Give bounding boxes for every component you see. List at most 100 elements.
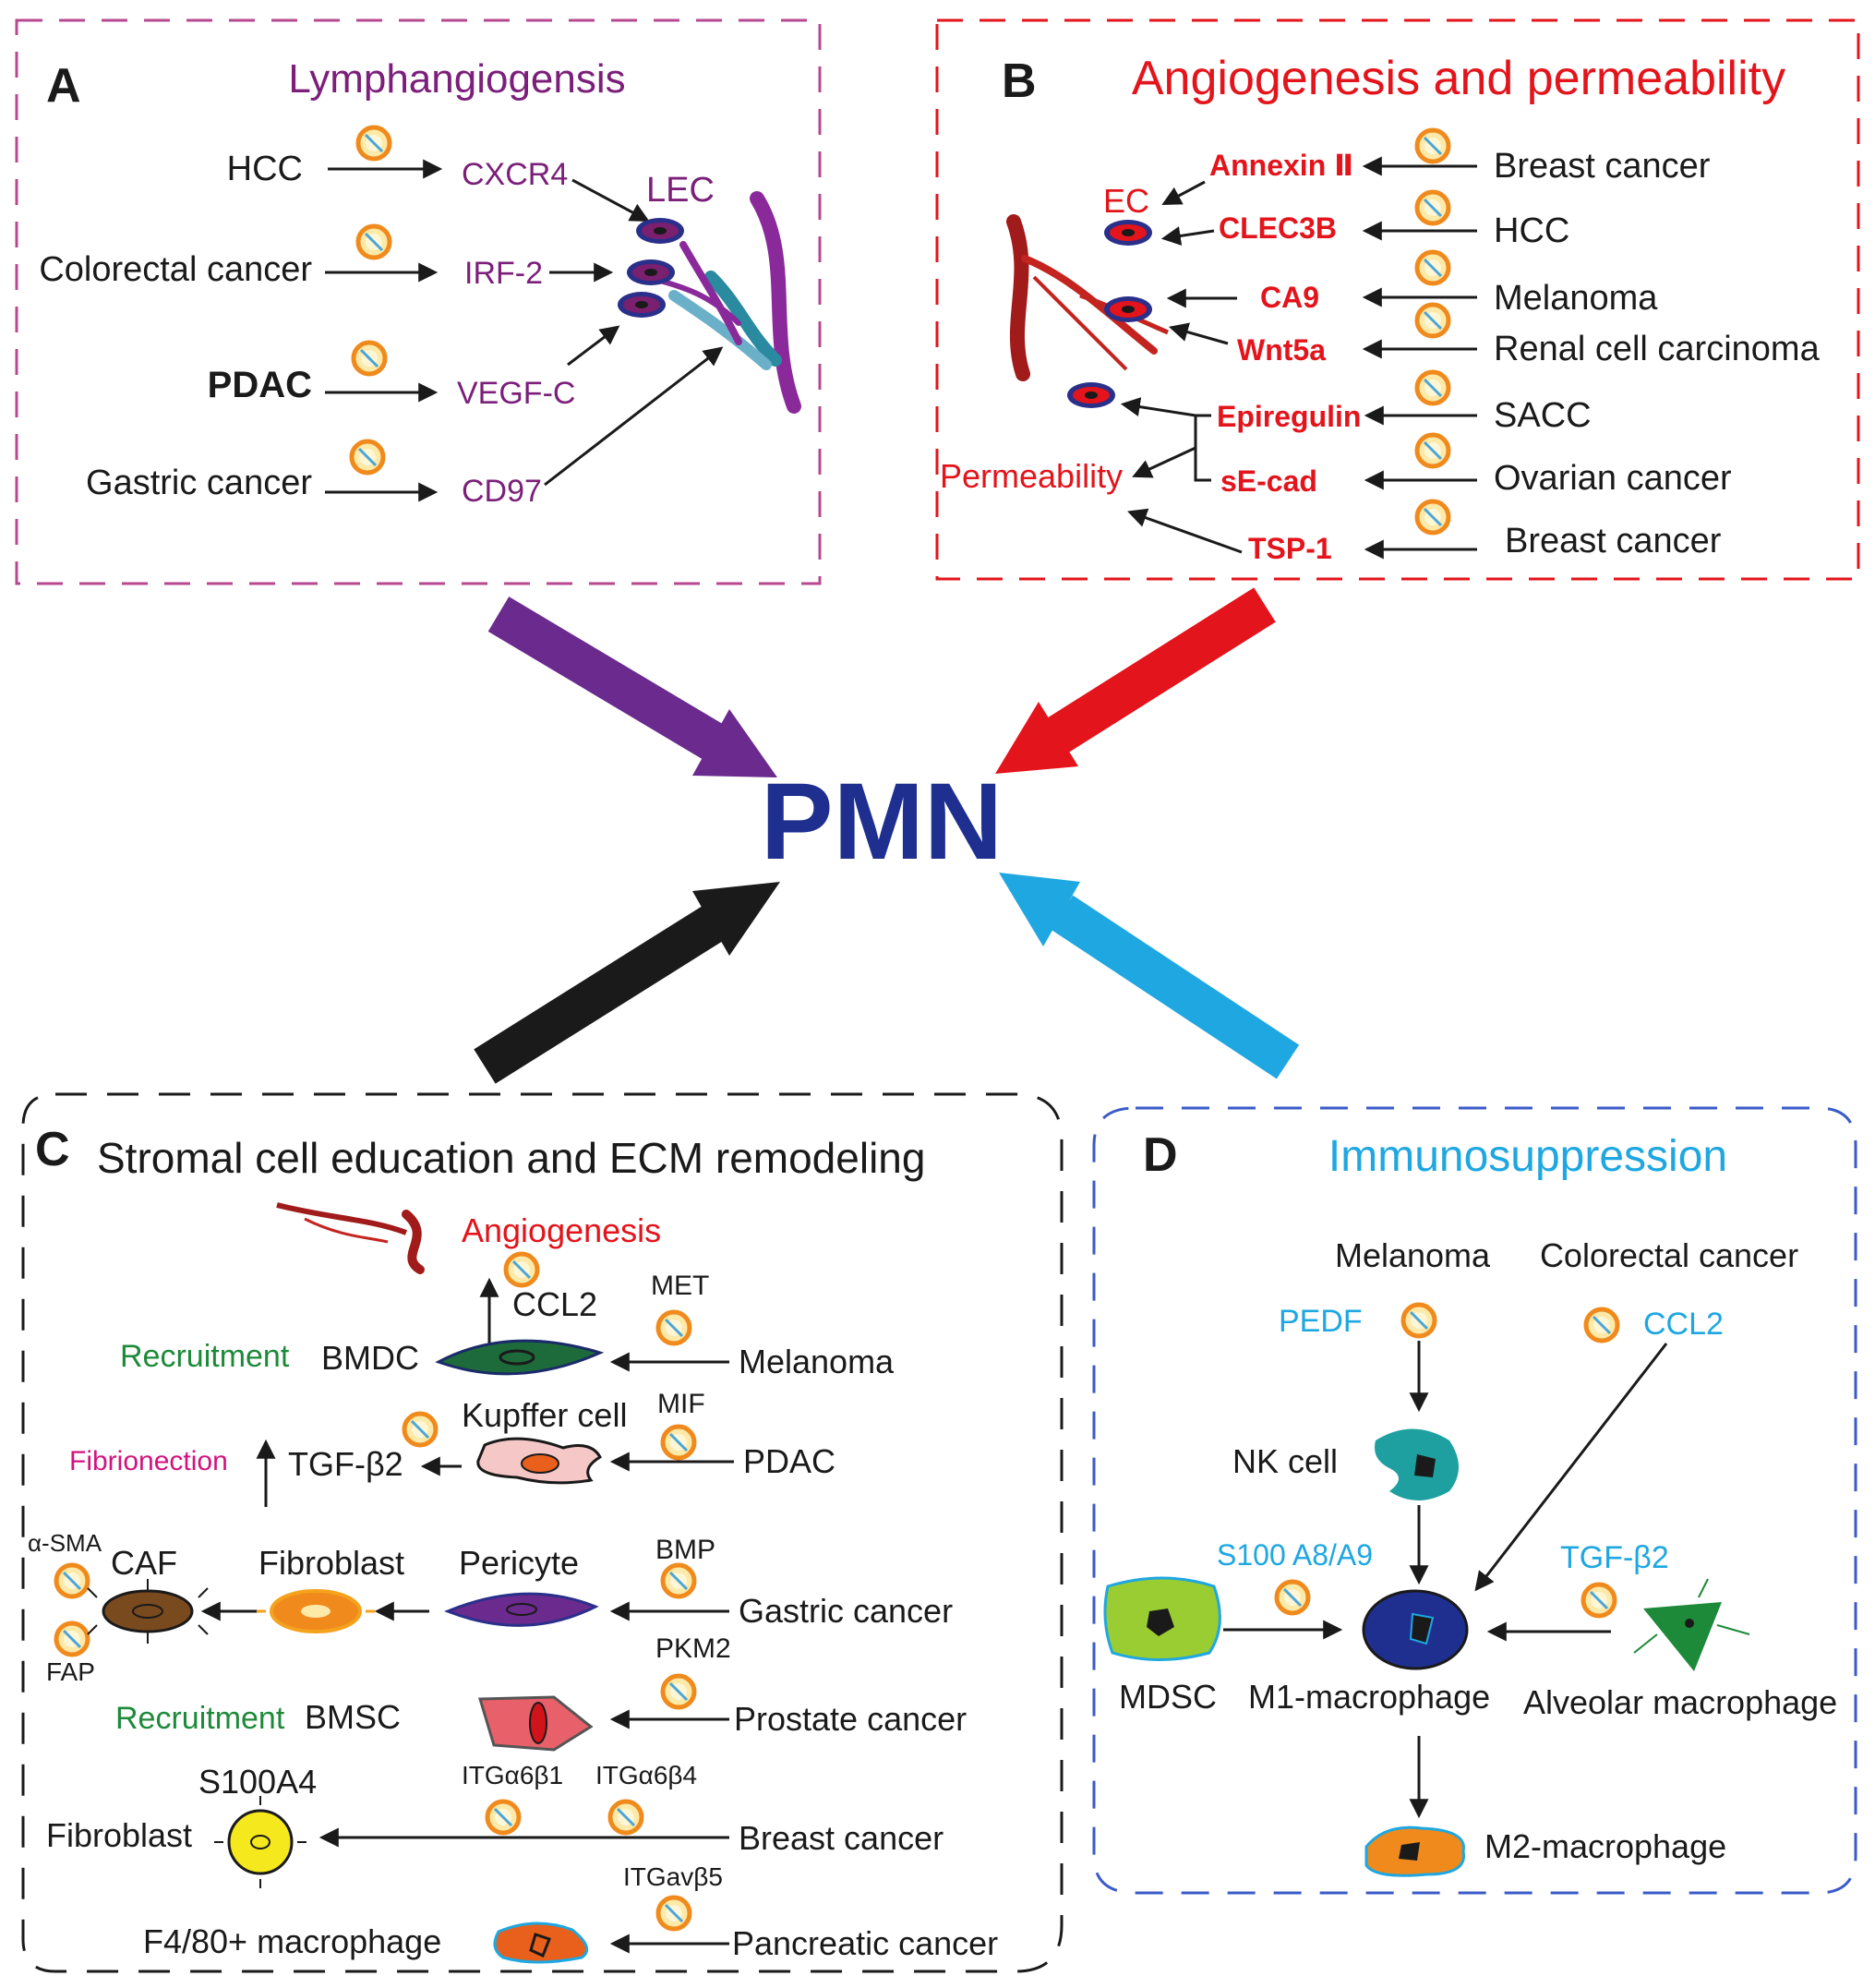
panel-c-tgfb2: TGF-β2: [288, 1445, 403, 1483]
exosome-icon: [1586, 1309, 1617, 1341]
panel-c-mif: MIF: [657, 1389, 705, 1419]
exosome-icon: [658, 1898, 690, 1929]
endothelial-cell-icon: [1067, 382, 1115, 408]
panel-b-factor-4: Wnt5a: [1237, 333, 1326, 367]
panel-b-source-5: SACC: [1494, 396, 1592, 435]
panel-a-factor-1: CXCR4: [462, 157, 568, 192]
panel-b-source-1: Breast cancer: [1494, 147, 1711, 186]
panel-c: C Stromal cell education and ECM remodel…: [21, 1092, 1064, 1973]
exosome-icon: [56, 1565, 88, 1596]
exosome-icon: [56, 1623, 88, 1655]
panel-b-factor-6: sE-cad: [1220, 464, 1317, 498]
panel-c-bmsc: BMSC: [305, 1698, 401, 1736]
exosome-icon: [1417, 435, 1448, 466]
panel-a-source-1: HCC: [227, 150, 303, 188]
exosome-icon: [506, 1254, 537, 1285]
panel-c-asma: α-SMA: [28, 1529, 102, 1557]
panel-a-lec-label: LEC: [646, 171, 715, 210]
exosome-icon: [663, 1676, 694, 1707]
panel-d-mdsc-label: MDSC: [1119, 1678, 1217, 1716]
panel-d-border: [1092, 1106, 1857, 1895]
bmsc-cell-icon: [477, 1695, 594, 1752]
panel-c-melanoma: Melanoma: [739, 1343, 895, 1380]
exosome-icon: [1417, 192, 1448, 223]
exosome-icon: [1417, 501, 1448, 533]
panel-c-s100a4: S100A4: [198, 1763, 317, 1801]
panel-d-ccl2: CCL2: [1643, 1307, 1724, 1342]
m2-macrophage-icon: [1364, 1825, 1465, 1877]
panel-b-letter: B: [1002, 54, 1037, 108]
lec-cell-icon: [636, 218, 684, 244]
exosome-icon: [358, 226, 390, 258]
panel-c-fibronection: Fibrionection: [69, 1446, 228, 1476]
m1-macrophage-icon: [1362, 1589, 1469, 1670]
arrow: [1161, 180, 1206, 205]
panel-c-fap: FAP: [46, 1657, 95, 1686]
big-arrow-black: [474, 882, 780, 1084]
panel-c-f480: F4/80+ macrophage: [143, 1922, 441, 1960]
panel-d-colorectal: Colorectal cancer: [1540, 1236, 1798, 1274]
panel-b-border: [935, 18, 1860, 581]
exosome-icon: [1403, 1305, 1435, 1336]
panel-b-source-7: Breast cancer: [1505, 522, 1722, 560]
exosome-icon: [663, 1427, 694, 1458]
blood-vessel-illustration: [1006, 214, 1169, 381]
panel-b: B Angiogenesis and permeability EC Annex…: [935, 18, 1860, 581]
panel-c-angiogenesis: Angiogenesis: [462, 1211, 661, 1249]
arrow: [1120, 397, 1196, 417]
panel-c-fibroblast: Fibroblast: [258, 1544, 404, 1582]
vessel-icon: [276, 1202, 425, 1274]
exosome-icon: [1417, 130, 1448, 162]
nk-cell-icon: [1375, 1428, 1459, 1500]
panel-a-factor-3: VEGF-C: [457, 376, 575, 411]
panel-b-row: CA9 Melanoma: [1166, 252, 1658, 318]
exosome-icon: [404, 1414, 436, 1445]
panel-d-m1-label: M1-macrophage: [1248, 1678, 1490, 1716]
panel-b-factor-5: Epiregulin: [1217, 400, 1361, 433]
panel-d-letter: D: [1143, 1128, 1178, 1182]
panel-c-kupffer: Kupffer cell: [462, 1396, 627, 1434]
panel-a-source-4: Gastric cancer: [86, 464, 312, 502]
panel-b-row: TSP-1 Breast cancer: [1127, 501, 1722, 565]
kupffer-cell-icon: [476, 1437, 603, 1485]
panel-b-row: Wnt5a Renal cell carcinoma: [1168, 305, 1821, 368]
s100a4-fibroblast-icon: [214, 1796, 306, 1888]
panel-d-s100: S100 A8/A9: [1217, 1538, 1373, 1572]
arrow: [1127, 508, 1243, 554]
exosome-icon: [358, 127, 390, 159]
panel-c-recruitment-1: Recruitment: [120, 1339, 290, 1374]
exosome-icon: [610, 1801, 642, 1833]
exosome-icon: [354, 343, 385, 374]
panel-d-nk-label: NK cell: [1232, 1442, 1338, 1480]
exosome-icon: [1277, 1582, 1308, 1613]
exosome-icon: [487, 1801, 519, 1833]
big-arrow-cyan: [999, 873, 1300, 1079]
panel-b-title: Angiogenesis and permeability: [1132, 52, 1785, 105]
panel-c-caf: CAF: [111, 1544, 177, 1582]
pmn-label: PMN: [761, 761, 1003, 883]
panel-a-title: Lymphangiogensis: [288, 56, 625, 102]
panel-d-tgfb2: TGF-β2: [1560, 1540, 1669, 1575]
panel-c-fibroblast-2: Fibroblast: [46, 1816, 192, 1854]
exosome-icon: [658, 1312, 690, 1343]
panel-b-permeability-label: Permeability: [940, 457, 1123, 495]
panel-c-met: MET: [651, 1271, 709, 1301]
panel-c-recruitment-2: Recruitment: [115, 1701, 285, 1736]
endothelial-cell-icon: [1104, 296, 1152, 322]
panel-d-m2-label: M2-macrophage: [1484, 1827, 1726, 1865]
panel-a-border: [15, 18, 822, 585]
panel-a-source-3: PDAC: [208, 365, 312, 405]
exosome-icon: [663, 1565, 694, 1596]
lec-cell-icon: [618, 292, 666, 318]
panel-c-letter: C: [35, 1123, 70, 1176]
panel-c-itg1: ITGα6β1: [462, 1761, 563, 1789]
panel-c-pdac: PDAC: [743, 1442, 835, 1480]
panel-c-pancreatic: Pancreatic cancer: [732, 1924, 998, 1962]
panel-c-border: [21, 1092, 1064, 1973]
panel-b-row: CLEC3B HCC: [1160, 192, 1569, 250]
f480-macrophage-icon: [493, 1922, 589, 1964]
panel-b-source-6: Ovarian cancer: [1494, 459, 1732, 498]
bracket: [1194, 414, 1211, 482]
panel-c-prostate: Prostate cancer: [734, 1700, 967, 1738]
